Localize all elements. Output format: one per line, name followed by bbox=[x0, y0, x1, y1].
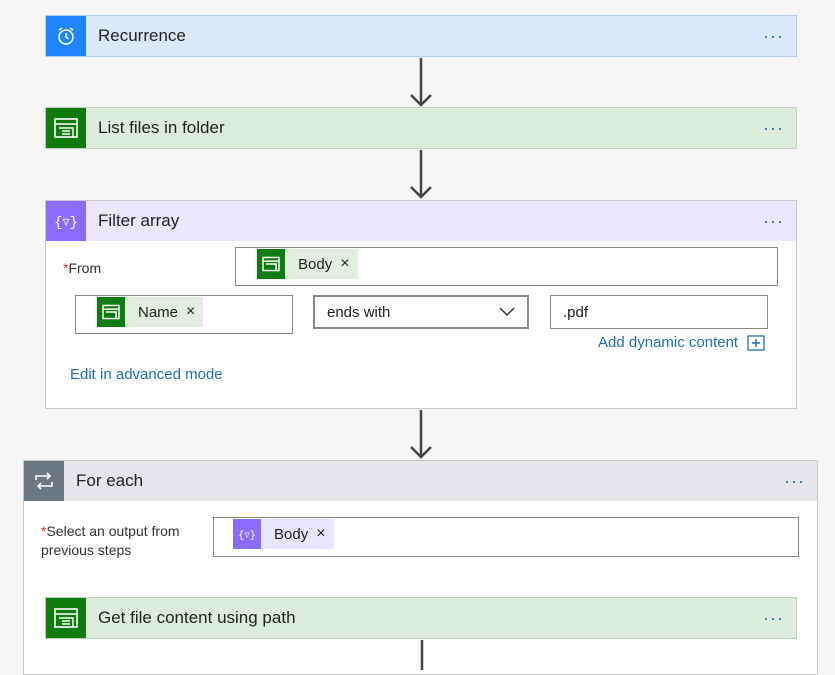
from-input[interactable]: Body × bbox=[235, 247, 778, 286]
svg-text:{▿}: {▿} bbox=[54, 215, 78, 231]
alarm-clock-icon bbox=[46, 16, 86, 56]
more-options-button[interactable]: ··· bbox=[763, 117, 784, 138]
connector-arrow bbox=[410, 58, 432, 107]
token-name: Name × bbox=[97, 297, 204, 327]
token-body: Body × bbox=[257, 249, 358, 279]
recurrence-step[interactable]: Recurrence ··· bbox=[45, 15, 797, 57]
list-files-step[interactable]: List files in folder ··· bbox=[45, 107, 797, 149]
more-options-button[interactable]: ··· bbox=[763, 25, 784, 46]
file-system-icon bbox=[97, 297, 125, 327]
svg-text:{▿}: {▿} bbox=[238, 530, 256, 542]
condition-left-input[interactable]: Name × bbox=[75, 295, 293, 334]
chevron-down-icon bbox=[499, 307, 515, 317]
step-title: List files in folder bbox=[98, 118, 225, 137]
select-output-input[interactable]: {▿} Body × bbox=[213, 517, 799, 557]
step-title: Filter array bbox=[98, 211, 180, 230]
remove-token-button[interactable]: × bbox=[316, 525, 326, 542]
select-output-label: *Select an output from previous steps bbox=[41, 523, 180, 558]
connector-arrow bbox=[410, 150, 432, 199]
connector-arrow bbox=[420, 640, 424, 670]
filter-array-step: {▿} Filter array ··· *From Body × Name ×… bbox=[45, 200, 797, 409]
remove-token-button[interactable]: × bbox=[186, 303, 196, 320]
condition-right-input[interactable]: .pdf bbox=[550, 295, 768, 329]
connector-arrow bbox=[410, 410, 432, 459]
token-body: {▿} Body × bbox=[233, 519, 334, 549]
add-icon bbox=[747, 334, 765, 351]
filter-braces-icon: {▿} bbox=[233, 519, 261, 549]
add-dynamic-content-link[interactable]: Add dynamic content bbox=[598, 334, 766, 351]
step-title: Get file content using path bbox=[98, 608, 296, 627]
operator-value: ends with bbox=[327, 303, 391, 321]
file-system-icon bbox=[46, 108, 86, 148]
step-title: Recurrence bbox=[98, 26, 186, 45]
more-options-button[interactable]: ··· bbox=[763, 210, 784, 231]
edit-advanced-mode-link[interactable]: Edit in advanced mode bbox=[70, 366, 223, 383]
remove-token-button[interactable]: × bbox=[340, 255, 350, 272]
more-options-button[interactable]: ··· bbox=[784, 470, 805, 491]
file-system-icon bbox=[257, 249, 285, 279]
condition-value: .pdf bbox=[563, 303, 589, 321]
more-options-button[interactable]: ··· bbox=[763, 607, 784, 628]
loop-icon bbox=[24, 461, 64, 501]
from-label: *From bbox=[63, 260, 102, 276]
get-file-content-step[interactable]: Get file content using path ··· bbox=[45, 597, 797, 639]
step-title: For each bbox=[76, 471, 144, 490]
filter-braces-icon: {▿} bbox=[46, 201, 86, 241]
for-each-step: For each ··· *Select an output from prev… bbox=[23, 460, 818, 675]
operator-dropdown[interactable]: ends with bbox=[313, 295, 529, 329]
file-system-icon bbox=[46, 598, 86, 638]
